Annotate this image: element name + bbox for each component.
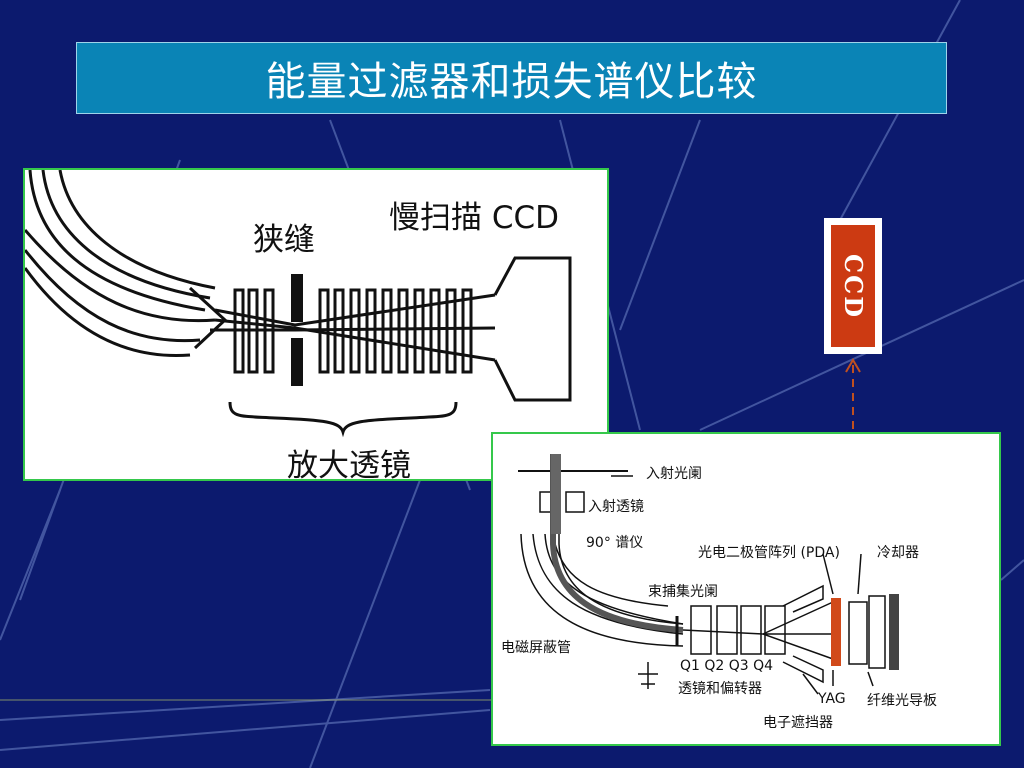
label-em-shield: 电磁屏蔽管 <box>501 640 571 656</box>
label-yag: YAG <box>818 691 846 707</box>
label-entrance-aperture: 入射光阑 <box>646 466 702 482</box>
label-fiber-plate: 纤维光导板 <box>867 693 937 709</box>
energy-filter-diagram: 狭缝 慢扫描 CCD 放大透镜 <box>23 168 609 484</box>
label-slit: 狭缝 <box>253 222 315 258</box>
label-beam-aperture: 束捕集光阑 <box>648 584 718 600</box>
label-lenses-deflectors: 透镜和偏转器 <box>678 681 762 697</box>
label-slow-scan-ccd: 慢扫描 CCD <box>389 200 560 236</box>
label-90-spectrometer: 90° 谱仪 <box>586 535 644 551</box>
label-cooler: 冷却器 <box>877 545 919 561</box>
spectrometer-drawing <box>518 454 899 695</box>
label-electron-stop: 电子遮挡器 <box>763 715 833 731</box>
label-pda: 光电二极管阵列 (PDA) <box>698 545 840 561</box>
slide-title: 能量过滤器和损失谱仪比较 <box>265 59 758 105</box>
energy-filter-drawing <box>25 170 572 438</box>
ccd-box: CCD <box>824 218 882 354</box>
label-magnifying-lenses: 放大透镜 <box>287 448 411 484</box>
label-entrance-lens: 入射透镜 <box>588 499 644 515</box>
spectrometer-diagram: 入射光阑 入射透镜 90° 谱仪 光电二极管阵列 (PDA) 冷却器 束捕集光阑… <box>491 432 1001 746</box>
label-quads: Q1 Q2 Q3 Q4 <box>680 658 774 674</box>
title-bar: 能量过滤器和损失谱仪比较 <box>76 42 947 114</box>
